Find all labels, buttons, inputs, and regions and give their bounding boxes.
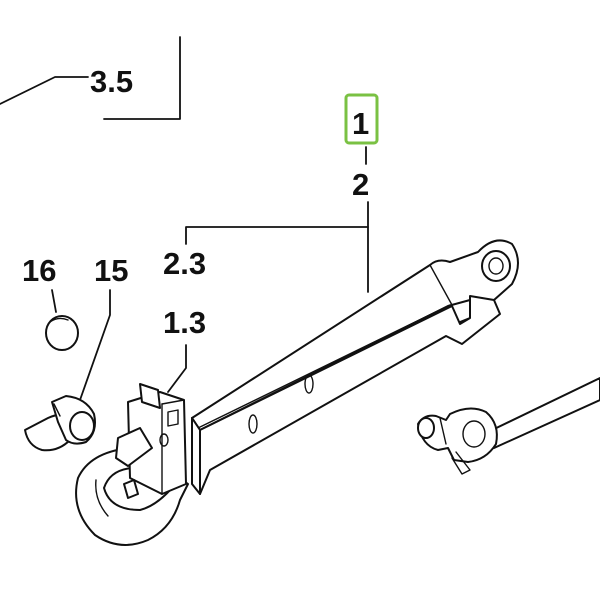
selected-label-highlight [344, 93, 379, 145]
label-2[interactable]: 2 [352, 167, 369, 202]
part-16-bush[interactable] [45, 315, 79, 351]
leader-line-3-5 [0, 76, 89, 105]
callout-3-5[interactable]: 3.5 [0, 36, 181, 120]
label-16[interactable]: 16 [22, 253, 56, 288]
part-15-latch[interactable] [24, 395, 96, 452]
arm-hole-1 [248, 414, 258, 434]
label-3-5: 3.5 [90, 64, 133, 99]
bracket-2 [185, 226, 369, 245]
connecting-rod[interactable] [417, 377, 600, 475]
label-2-3[interactable]: 2.3 [163, 246, 206, 281]
bracket-3-5 [103, 36, 181, 120]
label-1[interactable]: 1 [352, 106, 369, 141]
leader-16 [51, 289, 57, 313]
label-15[interactable]: 15 [94, 253, 128, 288]
leader-1-3 [167, 344, 187, 393]
leader-15 [79, 289, 111, 401]
label-1-3[interactable]: 1.3 [163, 305, 206, 340]
arm-hole-2 [304, 374, 314, 394]
lower-link-arm[interactable] [191, 239, 519, 495]
hook-end-assembly[interactable] [75, 383, 189, 546]
